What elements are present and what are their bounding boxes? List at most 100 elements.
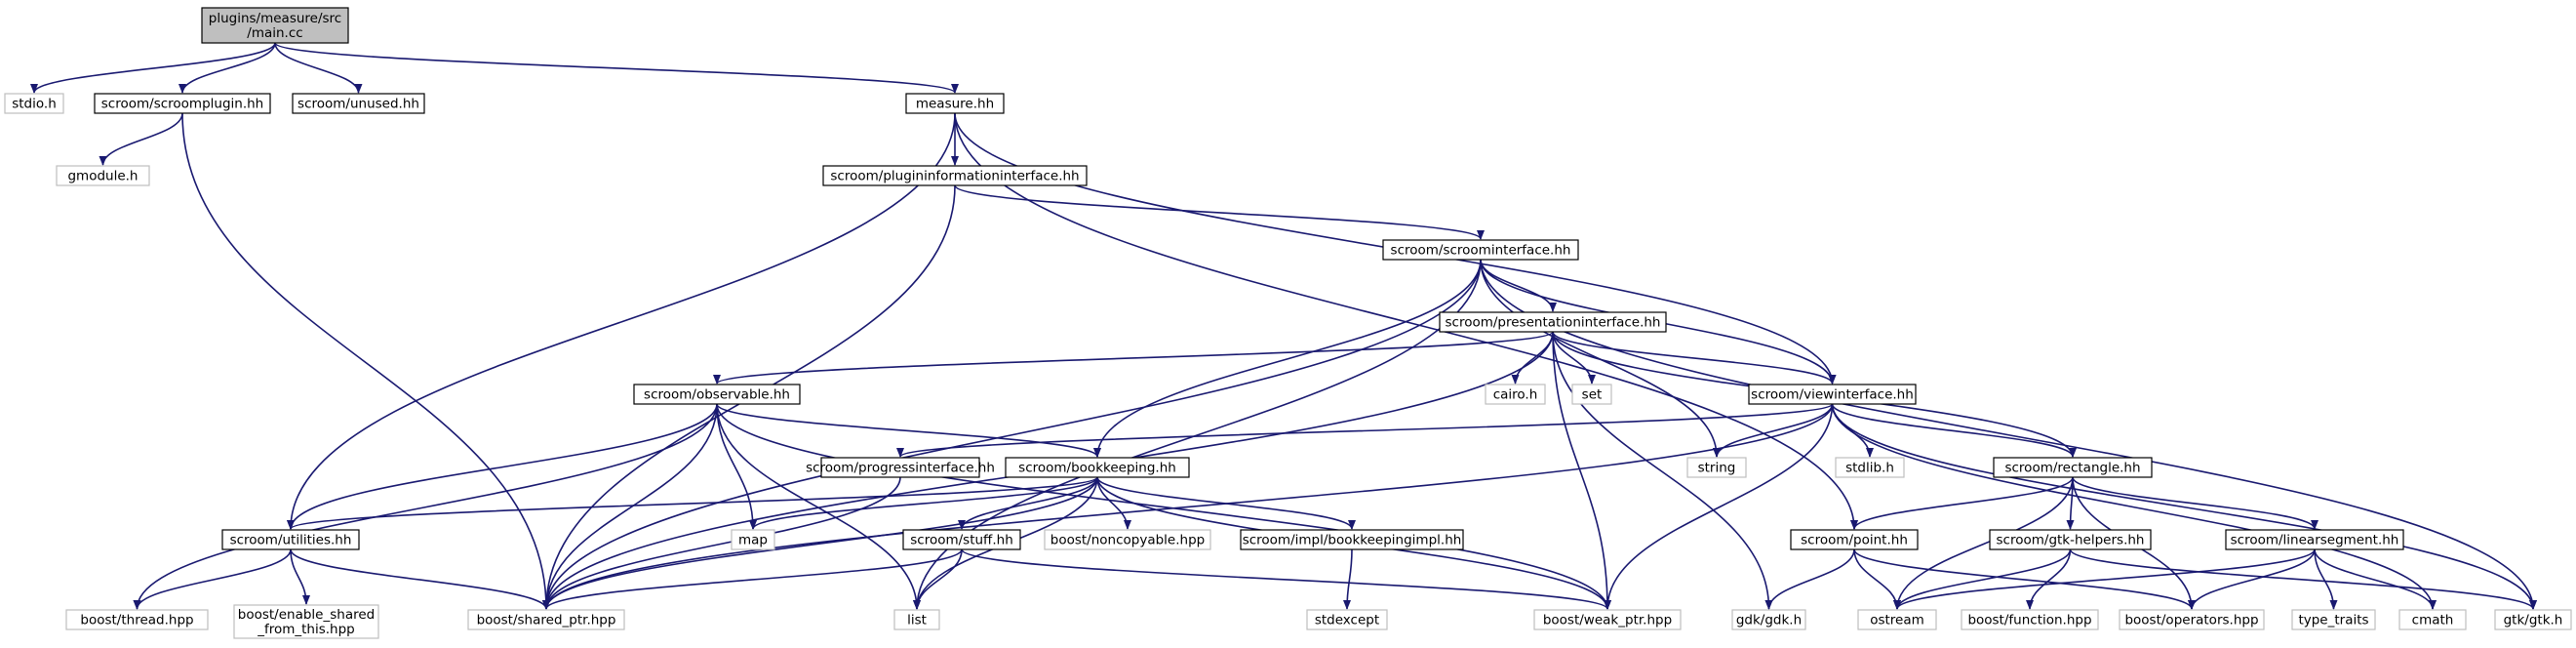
edge-utilities-to-thread (133, 548, 292, 610)
edge-main-to-stdio (30, 42, 276, 94)
node-label-string: string (1698, 461, 1736, 476)
edge-observable-to-bookkeeping (716, 403, 1101, 458)
edge-rectangle-to-linearseg (2072, 476, 2318, 530)
node-stdio: stdio.h (4, 93, 64, 114)
node-string: string (1686, 457, 1747, 478)
edge-main-to-measure (274, 42, 959, 94)
edge-viewiface-to-weakptr (1604, 403, 1834, 610)
edge-viewiface-to-gtk (1831, 403, 2537, 610)
node-box-thread (65, 609, 209, 630)
node-stuff[interactable]: scroom/stuff.hh (902, 529, 1021, 550)
edge-observable-to-thread (133, 403, 718, 610)
node-gtkhelpers[interactable]: scroom/gtk-helpers.hh (1989, 529, 2152, 550)
node-box-scroomiface (1382, 239, 1579, 261)
node-bookkeeping[interactable]: scroom/bookkeeping.hh (1005, 457, 1190, 478)
node-label-stuff: scroom/stuff.hh (910, 533, 1013, 548)
node-label-observable: scroom/observable.hh (644, 387, 790, 403)
node-label-thread: boost/thread.hpp (80, 613, 193, 628)
edge-bookkeeping-to-map (749, 476, 1098, 530)
node-plugininfo[interactable]: scroom/plugininformationinterface.hh (822, 165, 1088, 186)
edge-point-to-gdk (1764, 548, 1855, 610)
node-noncopyable: boost/noncopyable.hpp (1044, 529, 1211, 550)
edge-viewiface-to-rectangle (1831, 403, 2077, 458)
edge-presiface-to-cairo (1511, 331, 1554, 385)
node-box-function (1961, 609, 2099, 630)
edge-bkimpl-to-stdexcept (1343, 548, 1353, 610)
edge-observable-to-map (716, 403, 757, 530)
edge-observable-to-list (716, 403, 921, 610)
node-enableshared: boost/enable_shared_from_this.hpp (233, 604, 379, 639)
dependency-edges (30, 42, 2537, 610)
node-utilities[interactable]: scroom/utilities.hh (221, 529, 360, 550)
node-measure[interactable]: measure.hh (905, 93, 1005, 114)
node-label-gtk: gtk/gtk.h (2504, 613, 2563, 628)
node-label-list: list (907, 613, 927, 628)
node-label-noncopyable: boost/noncopyable.hpp (1050, 533, 1205, 548)
node-observable[interactable]: scroom/observable.hh (633, 384, 801, 405)
edge-scroomplugin-to-sharedptr (181, 112, 550, 610)
node-box-gmodule (56, 165, 150, 186)
node-label-gdk: gdk/gdk.h (1736, 613, 1802, 628)
edge-linearseg-to-operators (2188, 548, 2316, 610)
node-label-plugininfo: scroom/plugininformationinterface.hh (830, 169, 1079, 184)
node-box-stuff (902, 529, 1021, 550)
node-label-measure: measure.hh (916, 97, 994, 112)
dependency-nodes: plugins/measure/src/main.cc stdio.h scroom… (4, 7, 2572, 639)
node-label-ostream: ostream (1870, 613, 1924, 628)
edge-bookkeeping-to-stuff (958, 476, 1098, 530)
node-linearseg[interactable]: scroom/linearsegment.hh (2225, 529, 2404, 550)
edge-scroomiface-to-string (1480, 259, 1721, 458)
node-box-unused (292, 93, 425, 114)
node-box-rectangle (1993, 457, 2153, 478)
node-label-sharedptr: boost/shared_ptr.hpp (477, 613, 616, 628)
node-box-cairo (1485, 384, 1546, 405)
node-cairo: cairo.h (1485, 384, 1546, 405)
edge-bookkeeping-to-bkimpl (1096, 476, 1356, 530)
node-typetraits: type_traits (2291, 609, 2376, 630)
edge-progress-to-sharedptr (542, 476, 901, 610)
edge-rectangle-to-point (1850, 476, 2074, 530)
node-box-scroomplugin (94, 93, 271, 114)
node-label-gmodule: gmodule.h (67, 169, 138, 184)
node-box-main (201, 7, 349, 44)
node-label-gtkhelpers: scroom/gtk-helpers.hh (1997, 533, 2145, 548)
node-label-utilities: scroom/utilities.hh (230, 533, 352, 548)
edge-point-to-operators (1853, 548, 2196, 610)
node-label-point: scroom/point.hh (1801, 533, 1908, 548)
node-gmodule: gmodule.h (56, 165, 150, 186)
edge-utilities-to-enableshared (290, 548, 310, 605)
node-stdlib: stdlib.h (1835, 457, 1905, 478)
edge-bookkeeping-to-utilities (287, 476, 1098, 530)
node-scroomiface[interactable]: scroom/scroominterface.hh (1382, 239, 1579, 261)
node-box-typetraits (2291, 609, 2376, 630)
node-box-viewiface (1748, 384, 1917, 405)
node-point[interactable]: scroom/point.hh (1790, 529, 1919, 550)
edge-stuff-to-sharedptr (542, 548, 963, 610)
node-box-weakptr (1533, 609, 1682, 630)
edge-viewiface-to-progress (896, 403, 1834, 458)
edge-gtkhelpers-to-gtk (2069, 548, 2537, 610)
node-label-bkimpl: scroom/impl/bookkeepingimpl.hh (1243, 533, 1462, 548)
node-progress[interactable]: scroom/progressinterface.hh (806, 457, 995, 478)
edge-linearseg-to-cmath (2314, 548, 2437, 610)
node-label-unused: scroom/unused.hh (297, 97, 419, 112)
node-box-gdk (1731, 609, 1806, 630)
edge-observable-to-utilities (287, 403, 718, 530)
node-box-map (731, 529, 775, 550)
node-viewiface[interactable]: scroom/viewinterface.hh (1748, 384, 1917, 405)
node-box-enableshared (233, 604, 379, 639)
edge-presiface-to-set (1552, 331, 1596, 385)
node-scroomplugin[interactable]: scroom/scroomplugin.hh (94, 93, 271, 114)
node-box-string (1686, 457, 1747, 478)
node-box-cmath (2398, 609, 2467, 630)
node-rectangle[interactable]: scroom/rectangle.hh (1993, 457, 2153, 478)
node-bkimpl[interactable]: scroom/impl/bookkeepingimpl.hh (1240, 529, 1464, 550)
node-box-linearseg (2225, 529, 2404, 550)
edge-presiface-to-gdk (1552, 331, 1773, 610)
node-presiface[interactable]: scroom/presentationinterface.hh (1439, 311, 1667, 333)
node-gdk: gdk/gdk.h (1731, 609, 1806, 630)
edge-stuff-to-weakptr (961, 548, 1611, 610)
node-label-main: plugins/measure/src (209, 11, 341, 26)
node-unused[interactable]: scroom/unused.hh (292, 93, 425, 114)
node-main[interactable]: plugins/measure/src/main.cc (201, 7, 349, 44)
